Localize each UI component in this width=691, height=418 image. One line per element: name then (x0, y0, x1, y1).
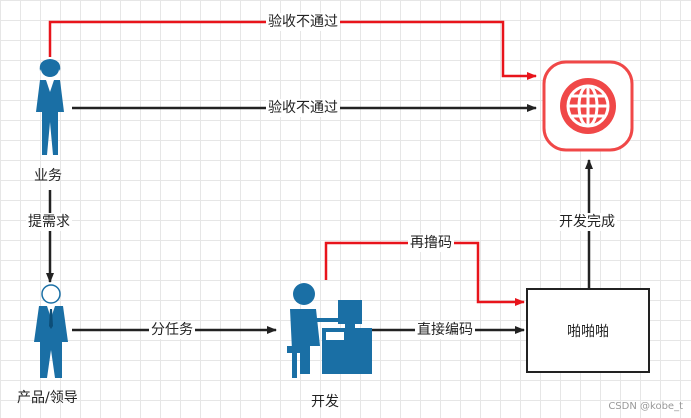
edge-label-requirement: 提需求 (26, 213, 72, 231)
edge-label-assign: 分任务 (149, 321, 195, 339)
product-lead-actor-icon (34, 284, 68, 378)
edge-label-recode: 再撸码 (408, 234, 454, 252)
edge-label-reject-red: 验收不通过 (266, 13, 340, 31)
node-label-developer: 开发 (311, 394, 339, 410)
globe-icon (542, 60, 634, 152)
process-box-label: 啪啪啪 (567, 323, 609, 340)
edge-label-reject-black: 验收不通过 (266, 99, 340, 117)
node-label-business: 业务 (34, 168, 62, 184)
business-actor-icon (36, 59, 64, 155)
node-label-product-lead: 产品/领导 (17, 390, 78, 406)
edge-label-direct-code: 直接编码 (415, 321, 475, 339)
process-box: 啪啪啪 (526, 288, 650, 373)
edge-recode (324, 241, 525, 306)
edge-label-dev-done: 开发完成 (557, 213, 617, 231)
watermark: CSDN @kobe_t (608, 401, 683, 412)
developer-icon (287, 283, 372, 378)
edge-reject-red (48, 20, 537, 80)
